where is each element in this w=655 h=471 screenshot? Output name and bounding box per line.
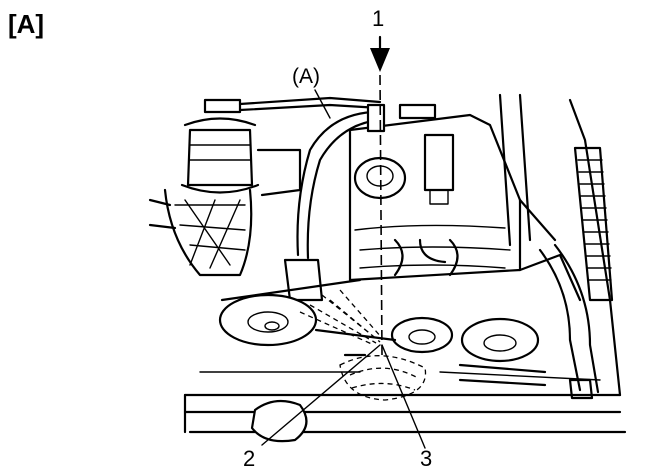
hose-a-label: (A) xyxy=(292,65,320,88)
lower-parts xyxy=(250,353,547,443)
callout-1-label: 1 xyxy=(372,6,384,31)
leak-spray-lines xyxy=(299,289,383,346)
ignition-coil xyxy=(398,103,455,205)
hose-a-leader xyxy=(314,89,331,119)
pulleys xyxy=(218,278,540,363)
engine-drawing xyxy=(148,93,627,443)
center-line xyxy=(379,74,383,356)
corrugated-cable xyxy=(568,146,614,400)
panel-label: [A] xyxy=(8,9,44,39)
hose-a xyxy=(283,103,386,302)
view-arrow xyxy=(370,35,390,72)
callout-2-label: 2 xyxy=(243,446,255,471)
oil-filler-cap xyxy=(353,156,407,200)
intake-duct xyxy=(148,148,302,277)
air-filter-canister xyxy=(180,96,382,194)
callout-3-leader xyxy=(381,344,426,449)
callout-3-label: 3 xyxy=(420,446,432,471)
callout-2-leader xyxy=(261,344,381,446)
